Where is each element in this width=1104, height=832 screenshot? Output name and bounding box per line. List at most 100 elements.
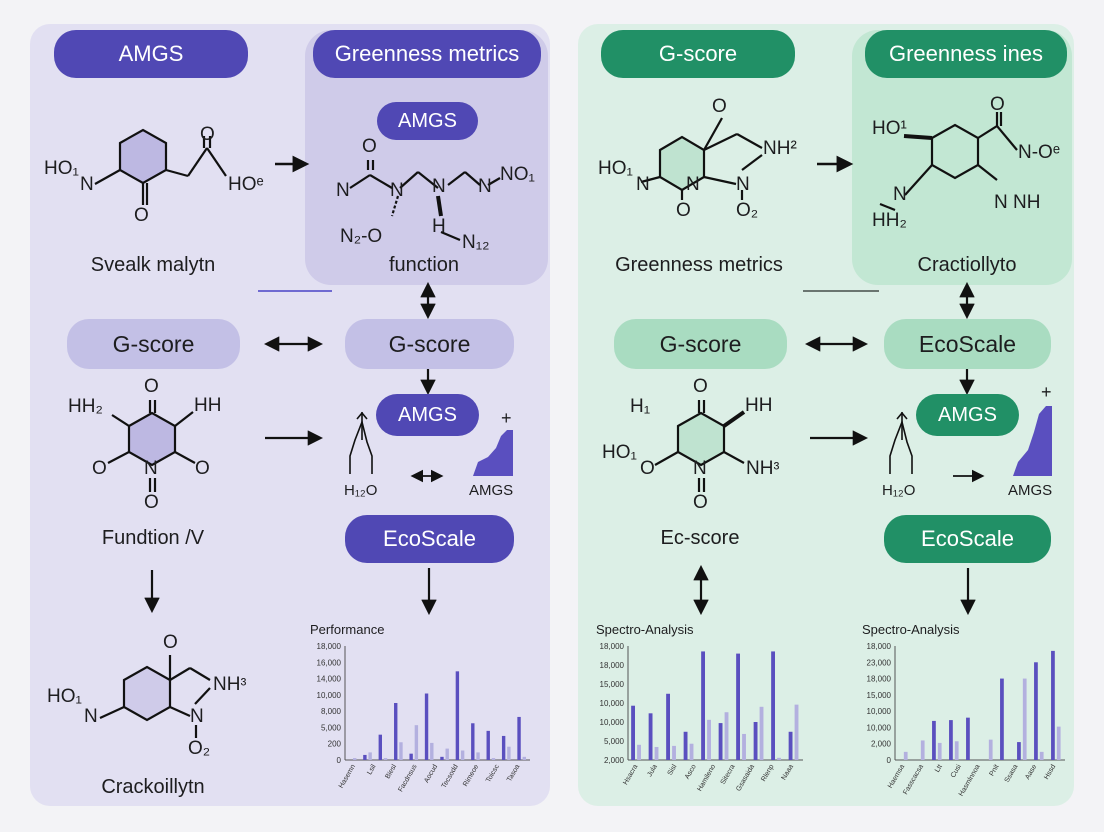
atom-label: N₁₂ <box>462 232 490 253</box>
bar <box>424 693 429 760</box>
left-greenness-box <box>305 30 548 285</box>
performance-chart-title: Performance <box>310 622 385 637</box>
left-molecule-2-bonds <box>349 160 501 242</box>
bar <box>1034 662 1038 760</box>
right-plus-label: + <box>1041 382 1052 402</box>
atom-label: HO₁ <box>44 158 79 179</box>
g-score-center-pill: G-score <box>345 319 514 369</box>
amgs-right-mid-pill: AMGS <box>916 394 1019 436</box>
bar <box>932 720 936 760</box>
left-molecule-1-bonds <box>94 128 227 205</box>
atom-label: N-Oᵉ <box>1018 142 1060 163</box>
atom-label: N <box>432 176 446 197</box>
atom-label: O <box>362 136 377 157</box>
bar <box>771 651 775 760</box>
atom-label: HOᵉ <box>228 174 264 195</box>
ecoscale-left-pill: EcoScale <box>345 515 514 563</box>
left-amgs-label: AMGS <box>469 482 514 499</box>
bar <box>777 757 781 760</box>
atom-label: N <box>80 174 94 195</box>
atom-label: O <box>92 458 107 479</box>
bar <box>368 752 372 760</box>
atom-label: N <box>84 706 98 727</box>
bar <box>491 758 496 760</box>
left-molecule-1-caption: Svealk malytn <box>90 254 216 276</box>
x-tick-label: Ltt <box>934 763 944 773</box>
bar <box>460 750 465 760</box>
y-tick-label: 200 <box>328 740 342 749</box>
x-tick-label: Sisl <box>667 763 679 777</box>
ecoscale-right-pill: EcoScale <box>884 515 1051 563</box>
greenness-ines-pill: Greenness ines <box>865 30 1067 78</box>
right-molecule-2-bonds <box>879 112 1018 212</box>
left-molecule-3-bonds <box>107 400 196 492</box>
ecoscale-center-pill: EcoScale <box>884 319 1051 369</box>
bar <box>1039 751 1044 760</box>
atom-label: N <box>686 174 700 195</box>
bar <box>631 705 635 760</box>
bar <box>937 742 942 760</box>
atom-label: N <box>893 184 907 205</box>
y-tick-label: 10,000 <box>600 718 625 727</box>
y-tick-label: 18,000 <box>867 675 892 684</box>
atom-label: O <box>134 205 149 226</box>
g-score-right-pill: G-score <box>614 319 787 369</box>
atom-label: N <box>736 174 750 195</box>
bar <box>788 731 793 760</box>
y-tick-label: 18,000 <box>867 642 892 651</box>
y-tick-label: 10,000 <box>317 691 342 700</box>
bar <box>637 744 641 760</box>
atom-label: H <box>432 216 446 237</box>
x-tick-label: Lsil <box>366 763 378 776</box>
right-h2o-label: H₁₂O <box>882 482 916 499</box>
left-molecule-2-caption: function <box>388 254 460 276</box>
atom-label: N <box>336 180 350 201</box>
bar <box>1000 678 1004 760</box>
bar <box>903 751 908 760</box>
atom-label: O₂ <box>736 200 759 221</box>
bar <box>988 739 993 760</box>
atom-label: N <box>190 706 204 727</box>
atom-label: O <box>693 376 708 397</box>
atom-label: N <box>636 174 650 195</box>
atom-label: NHᶟ <box>213 674 247 695</box>
atom-label: O <box>640 458 655 479</box>
right-molecule-1-caption: Greenness metrics <box>615 254 783 276</box>
atom-label: NHᶟ <box>746 458 780 479</box>
bar <box>954 741 959 760</box>
atom-label: O <box>676 200 691 221</box>
left-h2o-label: H₁₂O <box>344 482 378 499</box>
bar <box>718 723 723 760</box>
atom-label: N <box>693 458 707 479</box>
right-molecule-3-caption: Ec-score <box>660 527 740 549</box>
bar <box>759 706 764 760</box>
atom-label: HH <box>745 395 773 416</box>
amgs-mid-pill: AMGS <box>376 394 479 436</box>
y-tick-label: 10,000 <box>867 723 892 732</box>
atom-label: NO₁ <box>500 164 535 185</box>
atom-label: HH₂ <box>872 210 907 231</box>
atom-label: O <box>990 94 1005 115</box>
spectro-chart-right-title: Spectro-Analysis <box>862 622 960 637</box>
greenness-metrics-pill: Greenness metrics <box>313 30 541 78</box>
bar <box>517 716 521 760</box>
bar <box>399 742 403 760</box>
bar <box>471 723 475 760</box>
right-molecule-1-bonds <box>640 117 763 200</box>
y-tick-label: 16,000 <box>317 658 342 667</box>
atom-label: N₂-O <box>340 226 383 247</box>
atom-label: O <box>144 492 159 513</box>
atom-label: N <box>144 458 158 479</box>
left-molecule-3-caption: Fundtion /V <box>101 527 205 549</box>
bar <box>455 671 460 760</box>
bar <box>486 730 490 760</box>
bar <box>672 745 676 760</box>
atom-label: O <box>144 376 159 397</box>
bar <box>648 713 653 760</box>
right-amgs-mountain <box>1013 406 1052 476</box>
atom-label: HO₁ <box>47 686 82 707</box>
atom-label: HO¹ <box>872 118 907 139</box>
y-tick-label: 5,000 <box>604 737 625 746</box>
bar <box>507 746 511 760</box>
